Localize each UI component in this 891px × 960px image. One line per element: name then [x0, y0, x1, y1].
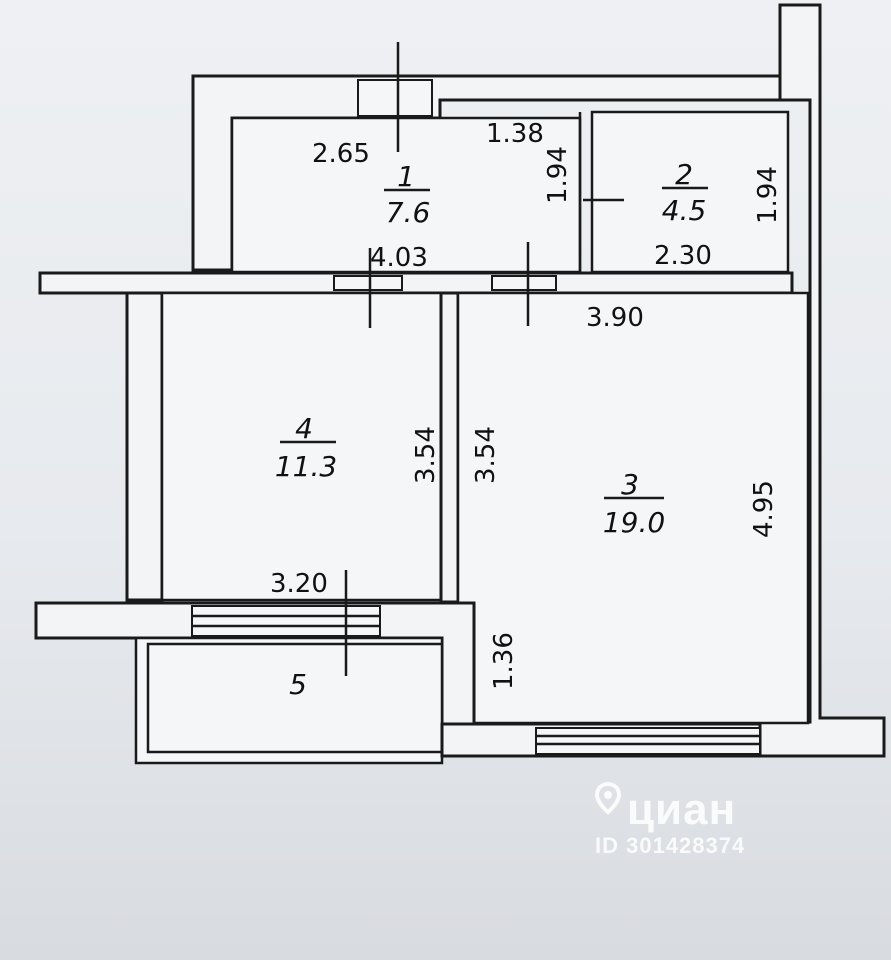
room-2-number: 2 [675, 158, 693, 191]
dim-1-94-left: 1.94 [543, 146, 573, 204]
room-5-number: 5 [289, 668, 307, 701]
dim-2-30: 2.30 [654, 241, 712, 271]
map-pin-icon [594, 781, 622, 833]
dim-1-94-right: 1.94 [753, 166, 783, 224]
watermark-logo: циан [594, 781, 745, 835]
room-3 [456, 291, 810, 725]
room-4-number: 4 [295, 412, 313, 445]
room-3-number: 3 [621, 468, 639, 501]
dim-3-54-right: 3.54 [471, 426, 501, 484]
dim-4-03: 4.03 [370, 243, 428, 273]
room-1-number: 1 [397, 160, 415, 193]
outer-wall-left [125, 291, 164, 602]
room-2-area: 4.5 [662, 194, 707, 227]
watermark-logo-text: циан [627, 785, 737, 834]
room-3-area: 19.0 [603, 506, 665, 539]
doorway-room-4 [333, 275, 403, 291]
dim-3-54-left: 3.54 [411, 426, 441, 484]
room-4-area: 11.3 [275, 450, 337, 483]
interior-wall-middle [38, 271, 794, 295]
watermark: циан ID 301428374 [594, 781, 746, 859]
dim-1-38: 1.38 [486, 119, 544, 149]
balcony-inner [146, 642, 444, 754]
watermark-id: ID 301428374 [595, 833, 746, 858]
room-1 [230, 116, 582, 274]
room-1-area: 7.6 [386, 196, 431, 229]
window-room-4 [191, 605, 381, 637]
doorway-room-3 [491, 275, 557, 291]
interior-wall-4-3 [439, 291, 460, 604]
dim-2-65: 2.65 [312, 139, 370, 169]
dim-3-90: 3.90 [586, 303, 644, 333]
dim-3-20: 3.20 [270, 569, 328, 599]
dim-4-95: 4.95 [749, 480, 779, 538]
window-room-1 [357, 79, 433, 117]
dim-1-36: 1.36 [489, 632, 519, 690]
room-4 [160, 291, 444, 602]
window-room-3 [535, 727, 761, 755]
